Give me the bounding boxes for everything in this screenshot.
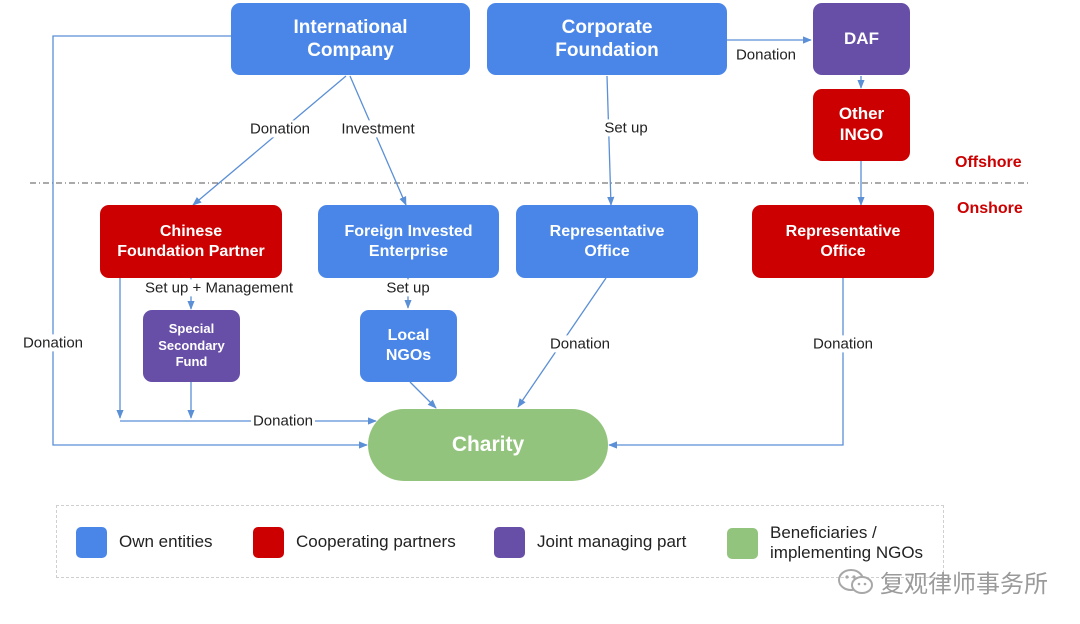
legend-label-cooperating-partners: Cooperating partners: [296, 532, 456, 552]
legend-swatch-joint-managing-part: [494, 527, 525, 558]
edge-label-donation-daf: Donation: [733, 46, 799, 64]
edge-label-investment: Investment: [339, 120, 417, 138]
legend-item-beneficiaries: Beneficiaries / implementing NGOs: [727, 523, 923, 564]
local-ngos-node: Local NGOs: [360, 310, 457, 382]
legend-item-joint-managing-part: Joint managing part: [494, 527, 686, 558]
edge-label-setup-cf-ro: Set up: [602, 119, 650, 137]
corporate-foundation-node: Corporate Foundation: [487, 3, 727, 75]
edge-label-setup-fie-ngos: Set up: [384, 279, 432, 297]
special-secondary-fund-node: Special Secondary Fund: [143, 310, 240, 382]
edge-cf-to-ro: [606, 75, 615, 206]
representative-office-red-node: Representative Office: [752, 205, 934, 278]
chinese-foundation-partner-node: Chinese Foundation Partner: [100, 205, 282, 278]
charity-node: Charity: [368, 409, 608, 481]
wechat-icon: [838, 568, 873, 594]
edge-label-setup-management: Set up + Management: [142, 279, 296, 297]
edge-label-donation-ic-cfp: Donation: [247, 120, 313, 138]
edge-label-donation-ro-blue: Donation: [547, 335, 613, 353]
legend-swatch-cooperating-partners: [253, 527, 284, 558]
onshore-label: Onshore: [957, 200, 1023, 217]
edge-ic-to-charity: [52, 35, 368, 449]
legend-swatch-own-entities: [76, 527, 107, 558]
legend-label-joint-managing-part: Joint managing part: [537, 532, 687, 552]
legend-label-own-entities: Own entities: [119, 532, 213, 552]
other-ingo-node: Other INGO: [813, 89, 910, 161]
daf-node: DAF: [813, 3, 910, 75]
legend: Own entities Cooperating partners Joint …: [56, 505, 944, 578]
watermark: 复观律师事务所: [836, 564, 1048, 599]
representative-office-blue-node: Representative Office: [516, 205, 698, 278]
legend-item-own-entities: Own entities: [76, 527, 213, 558]
edge-ic-to-cfp: [192, 75, 347, 206]
edge-label-donation-bottom: Donation: [250, 412, 316, 430]
international-company-node: International Company: [231, 3, 470, 75]
edge-ngos-to-charity: [409, 381, 437, 409]
legend-swatch-beneficiaries: [727, 527, 758, 559]
edge-label-donation-ro-red: Donation: [810, 335, 876, 353]
foreign-invested-enterprise-node: Foreign Invested Enterprise: [318, 205, 499, 278]
legend-item-cooperating-partners: Cooperating partners: [253, 527, 456, 558]
edge-ro-red-to-charity: [608, 278, 844, 449]
watermark-text: 复观律师事务所: [880, 571, 1048, 598]
legend-label-beneficiaries: Beneficiaries / implementing NGOs: [770, 523, 924, 563]
edge-label-donation-left: Donation: [20, 334, 86, 352]
edge-ic-to-fie: [349, 75, 407, 206]
offshore-label: Offshore: [955, 154, 1022, 171]
